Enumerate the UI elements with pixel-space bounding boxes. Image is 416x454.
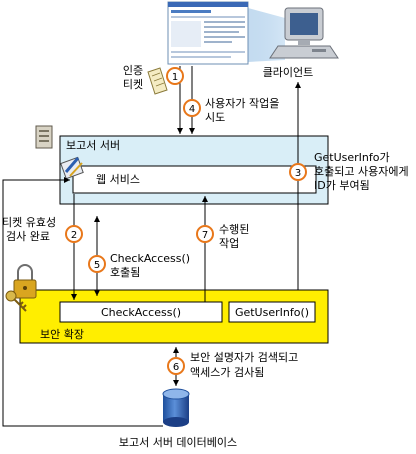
step-6-number: 6: [173, 362, 179, 373]
web-service-label: 웹 서비스: [96, 173, 140, 186]
check-access-box: [59, 301, 223, 323]
step-5-number: 5: [94, 260, 100, 271]
step-2-text-line1: 티켓 유효성: [2, 216, 56, 229]
database-icon: [162, 388, 190, 427]
step-5: 5: [88, 255, 106, 273]
step-6-text-line2: 액세스가 검사됨: [190, 366, 264, 379]
step-6-text-line1: 보안 설명자가 검색되고: [190, 351, 298, 364]
step-4-number: 4: [189, 104, 195, 115]
client-computer-icon: [269, 7, 339, 59]
auth-ticket-label-line2: 티켓: [123, 78, 143, 91]
database-label: 보고서 서버 데이터베이스: [119, 436, 237, 449]
check-access-label: CheckAccess(): [101, 306, 181, 319]
step-1: 1: [166, 67, 184, 85]
step-7-text-line1: 수행된: [219, 223, 249, 236]
report-server-label: 보고서 서버: [66, 139, 120, 152]
web-service-icon: [60, 156, 84, 180]
step-3-text-line3: ID가 부여됨: [314, 179, 370, 192]
step-4-text-line2: 시도: [205, 111, 225, 124]
step-1-number: 1: [172, 72, 178, 83]
step-3-text-line2: 호출되고 사용자에게: [314, 165, 409, 178]
step-4: 4: [183, 99, 201, 117]
auth-ticket-icon: [147, 67, 168, 95]
get-user-info-box: [228, 301, 316, 323]
step-5-text-line2: 호출됨: [110, 266, 140, 279]
get-user-info-label: GetUserInfo(): [235, 306, 309, 319]
step-3-text-line1: GetUserInfo가: [314, 151, 390, 164]
step-6: 6: [167, 357, 185, 375]
step-7-number: 7: [202, 230, 208, 241]
step-3: 3: [289, 163, 307, 181]
padlock-key-icon: [5, 264, 37, 312]
step-2: 2: [65, 225, 83, 243]
step-2-text-line2: 검사 완료: [6, 230, 50, 243]
server-icon: [35, 125, 53, 149]
step-4-text-line1: 사용자가 작업을: [205, 97, 279, 110]
step-2-number: 2: [71, 230, 77, 241]
step-5-text-line1: CheckAccess(): [110, 252, 190, 265]
auth-ticket-label-line1: 인증: [123, 64, 143, 77]
step-3-number: 3: [295, 168, 301, 179]
client-label: 클라이언트: [263, 66, 314, 79]
browser-window-image: [167, 1, 285, 65]
security-extension-label: 보안 확장: [40, 328, 84, 341]
web-service-box: [72, 165, 317, 194]
step-7-text-line2: 작업: [219, 237, 239, 250]
step-7: 7: [196, 225, 214, 243]
